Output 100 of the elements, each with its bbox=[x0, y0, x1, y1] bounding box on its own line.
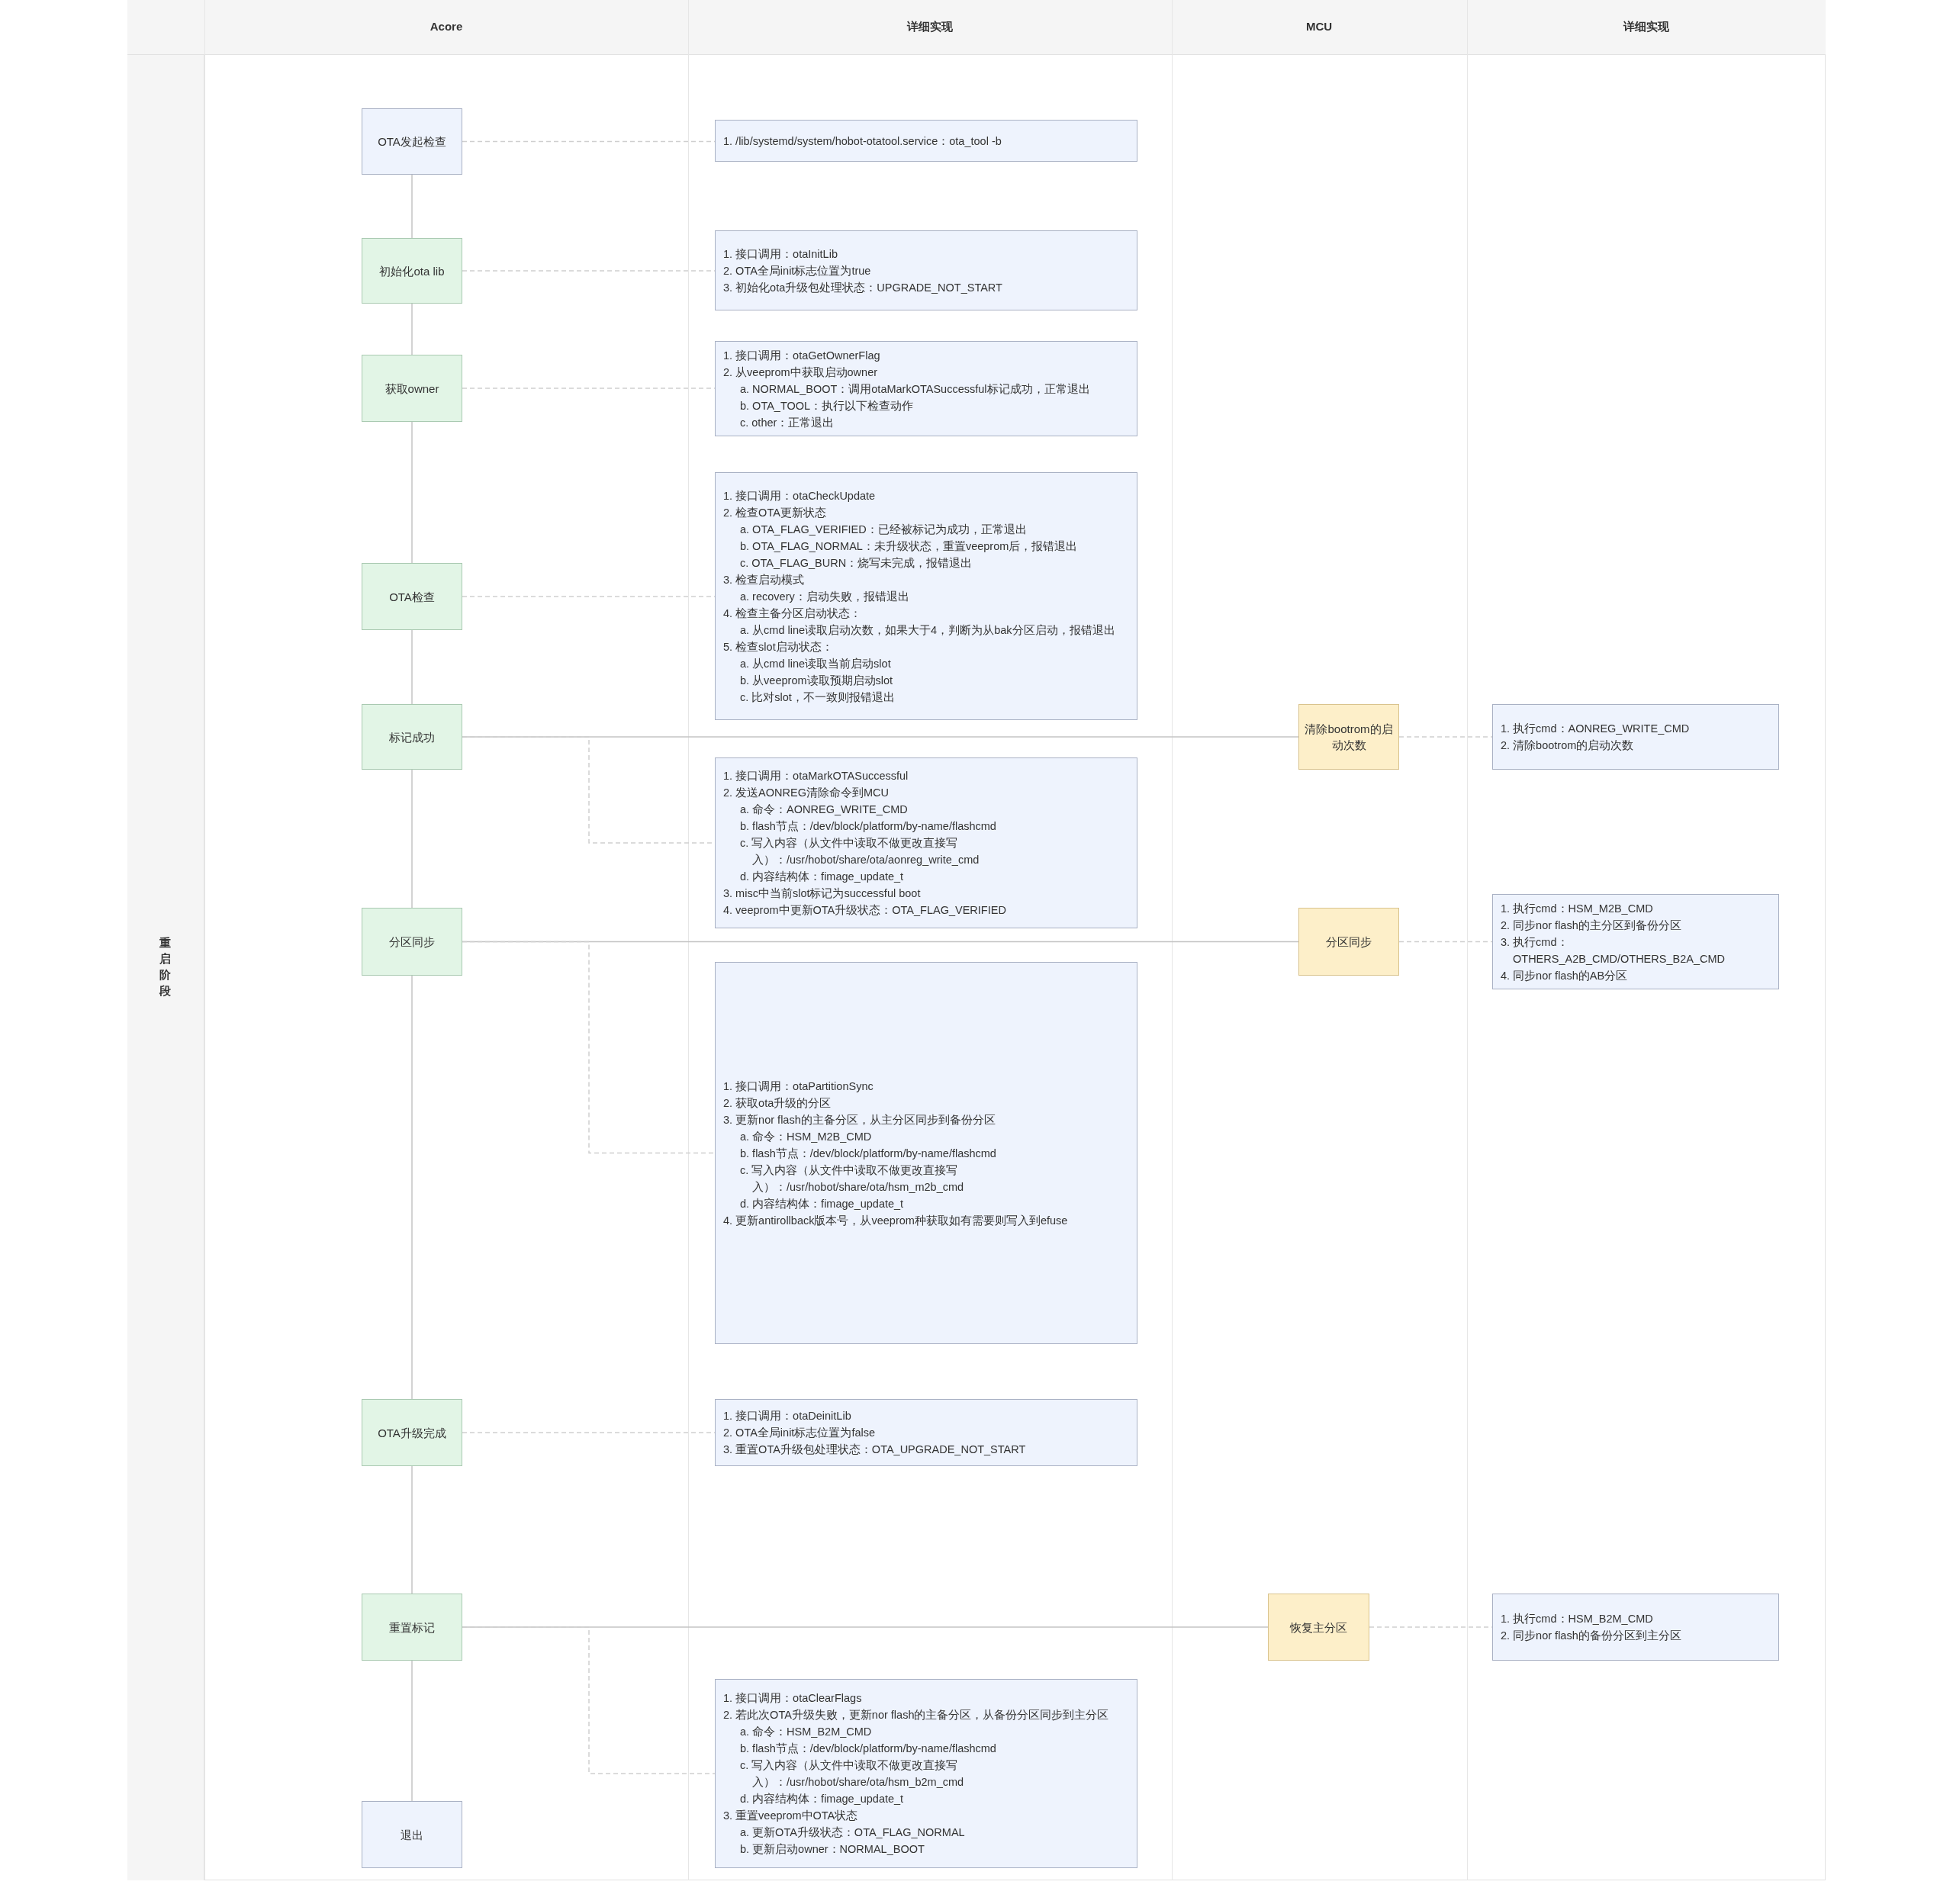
note-line: a. 命令：HSM_M2B_CMD bbox=[739, 1129, 873, 1144]
step-label: 恢复主分区 bbox=[1290, 1619, 1347, 1635]
column-header: 详细实现 bbox=[907, 20, 953, 34]
note-box bbox=[715, 341, 1137, 436]
note-line: 1. 接口调用：otaCheckUpdate bbox=[723, 488, 877, 503]
note-line: a. OTA_FLAG_VERIFIED：已经被标记为成功，正常退出 bbox=[739, 522, 1028, 537]
note-line: a. 更新OTA升级状态：OTA_FLAG_NORMAL bbox=[739, 1825, 966, 1840]
note-line: 3. 检查启动模式 bbox=[723, 572, 806, 587]
note-line: 2. 清除bootrom的启动次数 bbox=[1501, 738, 1635, 753]
note-line: 2. 同步nor flash的备份分区到主分区 bbox=[1501, 1629, 1682, 1643]
note-line: a. 从cmd line读取启动次数，如果大于4，判断为从bak分区启动，报错退出 bbox=[739, 622, 1116, 638]
note-line: b. flash节点：/dev/block/platform/by-name/flashcmd bbox=[739, 1742, 997, 1756]
connector-line bbox=[411, 1660, 413, 1802]
connector-line bbox=[411, 174, 413, 239]
end-box bbox=[362, 1801, 462, 1868]
note-line: a. 命令：HSM_B2M_CMD bbox=[739, 1725, 873, 1739]
note-line: 2. 检查OTA更新状态 bbox=[723, 505, 827, 520]
note-line: 1. 接口调用：otaPartitionSync bbox=[723, 1079, 874, 1094]
dashed-connector bbox=[1398, 736, 1493, 738]
note-line: 3. 更新nor flash的主备分区，从主分区同步到备份分区 bbox=[723, 1112, 996, 1127]
column-header: 详细实现 bbox=[1623, 20, 1669, 34]
note-line: b. 更新启动owner：NORMAL_BOOT bbox=[739, 1842, 925, 1857]
step-label: OTA发起检查 bbox=[378, 134, 446, 150]
note-box bbox=[1492, 894, 1779, 989]
dashed-connector bbox=[462, 941, 716, 1154]
note-line: d. 内容结构体：fimage_update_t bbox=[739, 1196, 905, 1211]
note-line: 4. 检查主备分区启动状态： bbox=[723, 606, 863, 621]
step-label: 获取owner bbox=[384, 381, 439, 397]
step-label: 分区同步 bbox=[1326, 934, 1372, 950]
process-box bbox=[362, 908, 462, 976]
connector-line bbox=[411, 629, 413, 705]
note-line: d. 内容结构体：fimage_update_t bbox=[739, 1792, 905, 1806]
note-box bbox=[715, 962, 1137, 1344]
note-line: c. 比对slot，不一致则报错退出 bbox=[739, 690, 896, 705]
step-label: 初始化ota lib bbox=[379, 263, 445, 279]
process-box bbox=[362, 563, 462, 630]
note-line: a. recovery：启动失败，报错退出 bbox=[739, 589, 910, 604]
note-line: b. OTA_FLAG_NORMAL：未升级状态，重置veeprom后，报错退出 bbox=[739, 539, 1079, 554]
connector-line bbox=[411, 975, 413, 1400]
note-line: c. other：正常退出 bbox=[739, 415, 835, 430]
note-box bbox=[715, 230, 1137, 310]
note-line: a. 从cmd line读取当前启动slot bbox=[739, 656, 892, 671]
note-line: 1. /lib/systemd/system/hobot-otatool.service：ota_tool -b bbox=[723, 133, 1002, 149]
dashed-connector bbox=[1398, 941, 1493, 943]
note-line: b. flash节点：/dev/block/platform/by-name/flashcmd bbox=[739, 1146, 997, 1161]
note-line: 1. 执行cmd：AONREG_WRITE_CMD bbox=[1501, 722, 1691, 736]
note-box bbox=[1492, 704, 1779, 770]
note-line: 4. 更新antirollback版本号，从veeprom种获取如有需要则写入到efuse bbox=[723, 1213, 1069, 1228]
process-box bbox=[362, 1594, 462, 1661]
step-label: 退出 bbox=[401, 1827, 423, 1843]
process-box bbox=[362, 355, 462, 422]
process-box bbox=[362, 1399, 462, 1466]
connector-line bbox=[411, 303, 413, 355]
note-line: 2. 获取ota升级的分区 bbox=[723, 1095, 832, 1111]
step-label: OTA检查 bbox=[389, 589, 435, 605]
note-line: 1. 接口调用：otaDeinitLib bbox=[723, 1409, 852, 1423]
connector-line bbox=[411, 421, 413, 564]
step-label: OTA升级完成 bbox=[378, 1425, 446, 1441]
note-line: b. flash节点：/dev/block/platform/by-name/flashcmd bbox=[739, 819, 997, 834]
note-line: 4. veeprom中更新OTA升级状态：OTA_FLAG_VERIFIED bbox=[723, 903, 1007, 918]
note-line: 3. 重置veeprom中OTA状态 bbox=[723, 1809, 859, 1823]
step-label: 重置标记 bbox=[389, 1619, 435, 1635]
note-box bbox=[715, 1399, 1137, 1466]
note-line: 2. OTA全局init标志位置为true bbox=[723, 263, 872, 278]
note-line: 2. 若此次OTA升级失败，更新nor flash的主备分区，从备份分区同步到主分区 bbox=[723, 1708, 1110, 1722]
column-header: MCU bbox=[1305, 20, 1333, 33]
process-box bbox=[362, 238, 462, 304]
step-label: 清除bootrom的启动次数 bbox=[1304, 722, 1394, 753]
note-line: 2. OTA全局init标志位置为false bbox=[723, 1426, 877, 1440]
note-line: 3. 执行cmd：OTHERS_A2B_CMD/OTHERS_B2A_CMD bbox=[1501, 934, 1726, 966]
note-line: 2. 同步nor flash的主分区到备份分区 bbox=[1501, 918, 1682, 933]
note-line: 5. 检查slot启动状态： bbox=[723, 639, 834, 654]
note-line: 3. 初始化ota升级包处理状态：UPGRADE_NOT_START bbox=[723, 280, 1003, 295]
note-box bbox=[715, 1679, 1137, 1868]
note-line: a. NORMAL_BOOT：调用otaMarkOTASuccessful标记成功，正常退出 bbox=[739, 381, 1091, 397]
note-line: 3. misc中当前slot标记为successful boot bbox=[723, 886, 922, 901]
note-line: d. 内容结构体：fimage_update_t bbox=[739, 870, 905, 884]
note-line: c. OTA_FLAG_BURN：烧写未完成，报错退出 bbox=[739, 555, 973, 571]
note-line: a. 命令：AONREG_WRITE_CMD bbox=[739, 802, 909, 817]
note-line: 2. 从veeprom中获取启动owner bbox=[723, 365, 879, 380]
note-line: 1. 接口调用：otaGetOwnerFlag bbox=[723, 348, 881, 363]
note-line: 1. 接口调用：otaInitLib bbox=[723, 246, 838, 262]
connector-line bbox=[411, 769, 413, 909]
mcu-step-box bbox=[1298, 908, 1399, 976]
note-line: 4. 同步nor flash的AB分区 bbox=[1501, 968, 1629, 983]
note-line: 1. 接口调用：otaMarkOTASuccessful bbox=[723, 769, 909, 783]
note-box bbox=[1492, 1594, 1779, 1661]
note-box bbox=[715, 472, 1137, 720]
connector-line bbox=[411, 1465, 413, 1594]
step-label: 分区同步 bbox=[389, 934, 435, 950]
note-line: 3. 重置OTA升级包处理状态：OTA_UPGRADE_NOT_START bbox=[723, 1442, 1027, 1457]
process-box bbox=[362, 704, 462, 770]
column-header: Acore bbox=[430, 20, 463, 33]
note-line: b. 从veeprom读取预期启动slot bbox=[739, 673, 894, 688]
note-line: b. OTA_TOOL：执行以下检查动作 bbox=[739, 398, 915, 413]
note-box bbox=[715, 757, 1137, 928]
note-line: 1. 接口调用：otaClearFlags bbox=[723, 1691, 863, 1706]
mcu-step-box bbox=[1268, 1594, 1369, 1661]
step-label: 标记成功 bbox=[389, 729, 435, 745]
note-line: 1. 执行cmd：HSM_M2B_CMD bbox=[1501, 901, 1654, 916]
